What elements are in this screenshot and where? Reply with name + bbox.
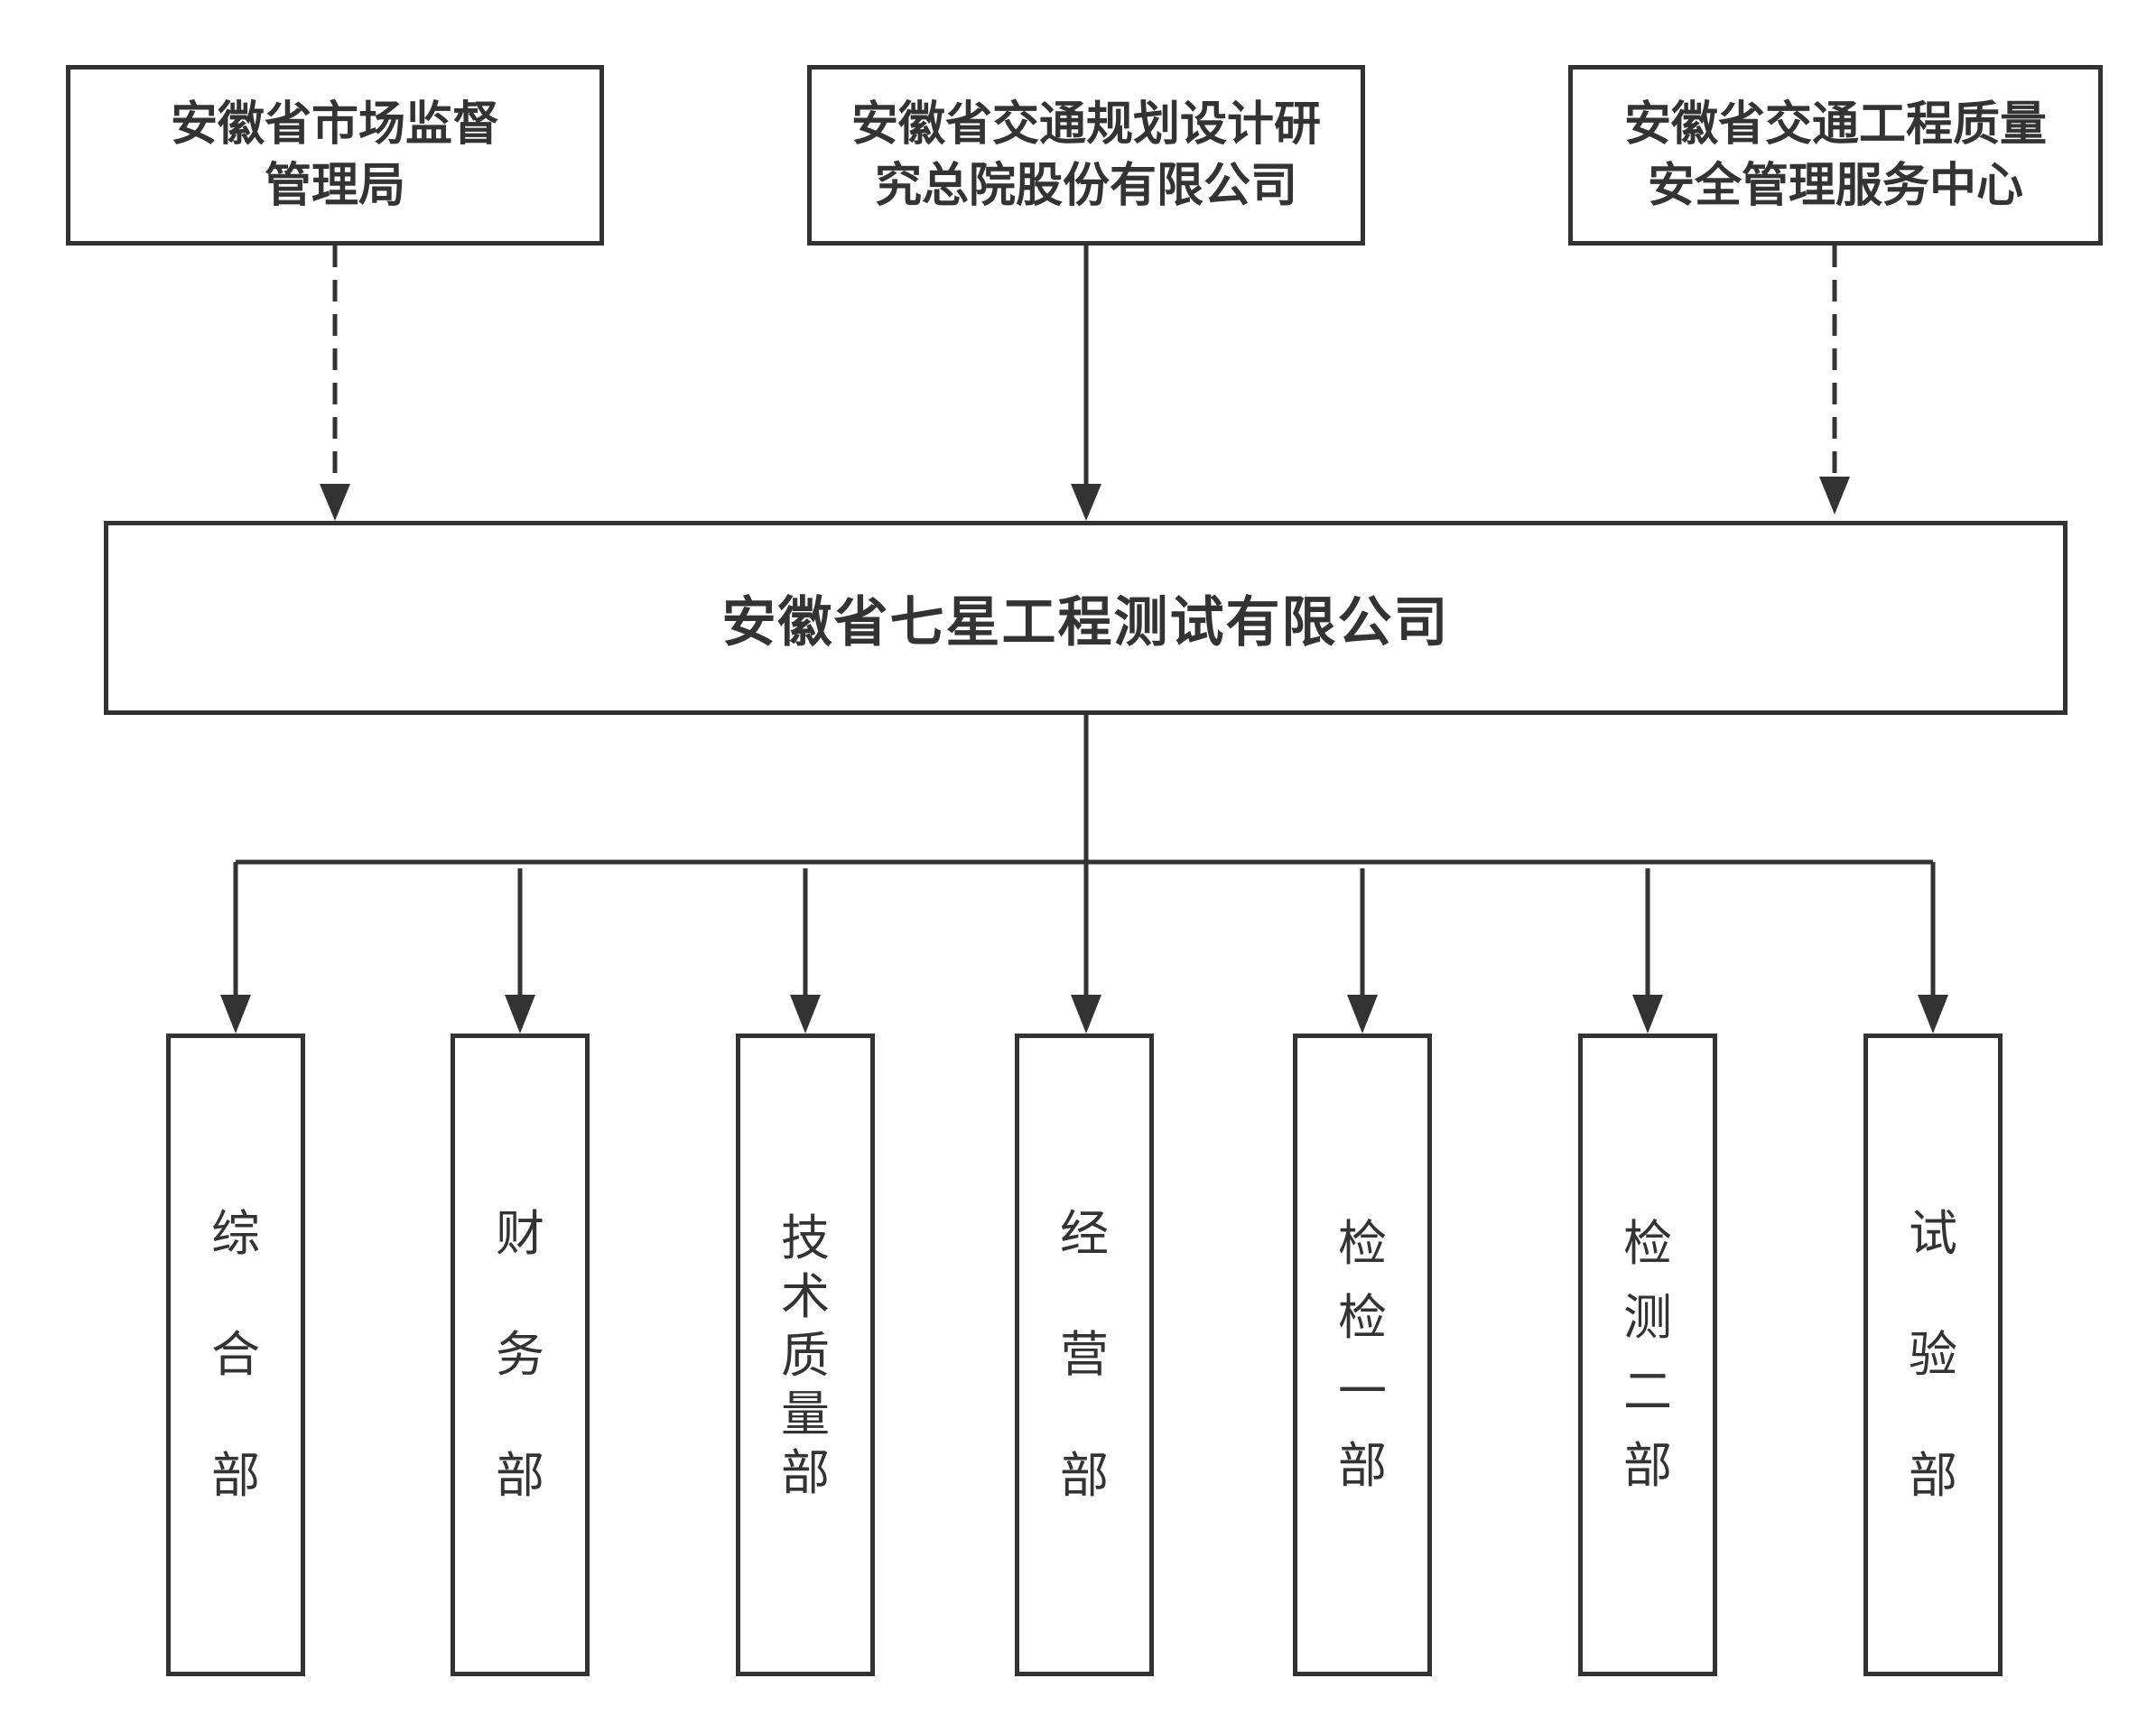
dept-char: 营 (1060, 1326, 1109, 1383)
market-bureau-line2: 管理局 (264, 158, 405, 213)
dept-inspection-2: 检 测 二 部 (1578, 1034, 1717, 1676)
design-institute-line2: 究总院股份有限公司 (874, 158, 1297, 213)
main-company-label: 安徽省七星工程测试有限公司 (721, 591, 1450, 654)
dept-char: 质 (781, 1326, 830, 1384)
dept-char: 部 (1623, 1437, 1672, 1494)
dept-char: 部 (1338, 1437, 1387, 1494)
market-bureau-line1: 安徽省市场监督 (170, 97, 499, 152)
connector-institute-to-main (1071, 246, 1101, 521)
connector-dept-5 (1347, 868, 1378, 1034)
dept-char: 验 (1909, 1326, 1957, 1383)
connector-center-to-main (1819, 246, 1850, 515)
connector-dept-7 (1918, 862, 1948, 1034)
quality-center-node: 安徽省交通工程质量 安全管理服务中心 (1568, 65, 2103, 246)
design-institute-line1: 安徽省交通规划设计研 (850, 97, 1321, 152)
dept-char: 一 (1338, 1363, 1387, 1420)
dept-char: 技 (781, 1209, 830, 1266)
dept-char: 测 (1623, 1289, 1672, 1346)
dept-finance: 财 务 部 (451, 1034, 590, 1676)
dept-char: 量 (781, 1385, 830, 1442)
dept-char: 综 (211, 1205, 260, 1262)
main-company-node: 安徽省七星工程测试有限公司 (104, 521, 2068, 715)
dept-char: 二 (1623, 1363, 1672, 1420)
dept-inspection-1: 检 检 一 部 (1293, 1034, 1432, 1676)
dept-char: 务 (496, 1326, 544, 1383)
dept-char: 经 (1060, 1205, 1109, 1262)
dept-char: 检 (1623, 1215, 1672, 1272)
connector-dept-4 (1071, 862, 1101, 1034)
dept-char: 术 (781, 1267, 830, 1325)
connector-dept-1 (220, 862, 251, 1034)
quality-center-line1: 安徽省交通工程质量 (1623, 97, 2047, 152)
dept-operations: 经 营 部 (1015, 1034, 1154, 1676)
dept-char: 检 (1338, 1289, 1387, 1346)
dept-char: 检 (1338, 1215, 1387, 1272)
dept-char: 部 (211, 1447, 260, 1504)
dept-char: 部 (781, 1443, 830, 1501)
connector-dept-3 (790, 868, 821, 1034)
dept-char: 部 (1909, 1447, 1957, 1504)
quality-center-line2: 安全管理服务中心 (1647, 158, 2023, 213)
market-bureau-node: 安徽省市场监督 管理局 (66, 65, 604, 246)
design-institute-node: 安徽省交通规划设计研 究总院股份有限公司 (807, 65, 1365, 246)
dept-testing: 试 验 部 (1863, 1034, 2003, 1676)
dept-technical-quality: 技 术 质 量 部 (736, 1034, 875, 1676)
dept-char: 合 (211, 1326, 260, 1383)
dept-char: 部 (1060, 1447, 1109, 1504)
dept-general-affairs: 综 合 部 (166, 1034, 305, 1676)
dept-char: 部 (496, 1447, 544, 1504)
connector-dept-6 (1632, 868, 1663, 1034)
connector-dept-2 (505, 868, 535, 1034)
connector-market-to-main (320, 246, 350, 521)
dept-char: 财 (496, 1205, 544, 1262)
dept-char: 试 (1909, 1205, 1957, 1262)
